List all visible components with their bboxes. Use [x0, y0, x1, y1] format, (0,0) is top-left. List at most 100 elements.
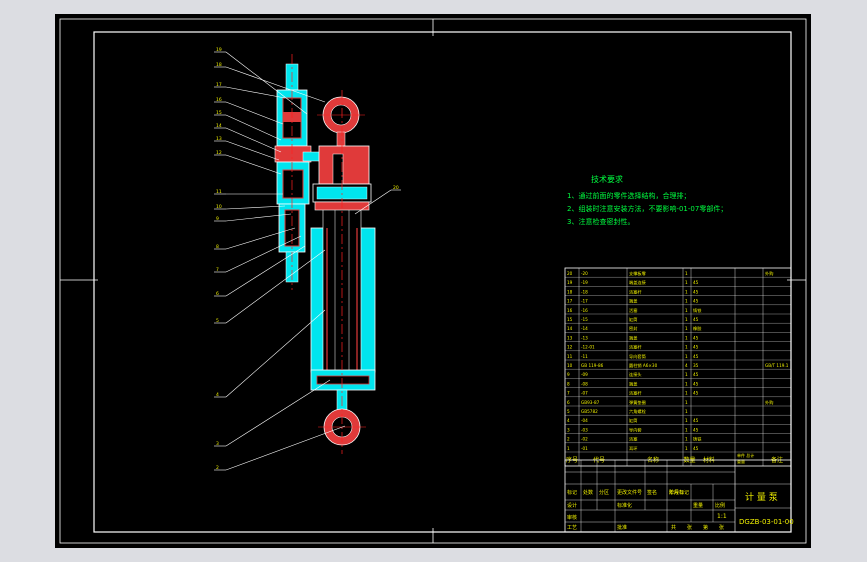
upper-right-block-slot	[332, 153, 344, 185]
parts-table-cell: 铸铁	[693, 436, 702, 443]
parts-table-cell: GB 119-86	[581, 363, 604, 368]
leader-line	[225, 140, 280, 161]
parts-table-cell: 活塞杆	[629, 390, 642, 397]
parts-table-cell: 缸筒	[629, 417, 637, 424]
tech-req-title: 技术要求	[591, 174, 623, 184]
balloon-number: 20	[393, 185, 399, 191]
parts-table-cell: 导向套筒	[629, 353, 646, 360]
parts-table-cell: 45	[693, 372, 699, 377]
parts-table-cell: 连接头	[629, 371, 642, 378]
parts-table-cell: 17	[567, 299, 573, 304]
tb-label-zone: 分区	[599, 489, 609, 496]
parts-table-cell: 1	[685, 271, 688, 276]
parts-table-cell: 1	[685, 354, 688, 359]
tb-label-mark: 标记	[567, 489, 577, 496]
parts-table-cell: 15	[567, 317, 573, 322]
parts-table-cell: -16	[581, 308, 588, 313]
parts-table-cell: 端盖	[629, 334, 637, 341]
parts-table-cell: 外购	[765, 399, 773, 406]
leader-line	[225, 379, 331, 447]
parts-table-cell: 活塞	[629, 307, 638, 314]
balloon-number: 16	[216, 97, 222, 103]
parts-table-cell: 密封	[629, 325, 637, 332]
balloon-number: 11	[216, 189, 222, 195]
parts-table-cell: GB/T 119.1	[765, 363, 789, 368]
balloon-number: 14	[216, 123, 222, 129]
balloon-number: 9	[216, 216, 219, 222]
parts-table-cell: 8	[567, 381, 570, 386]
parts-table-cell: 45	[693, 381, 699, 386]
balloon-number: 3	[216, 441, 219, 447]
parts-table-cell: -02	[581, 437, 588, 442]
parts-table-cell: 10	[567, 363, 573, 368]
parts-table-cell: 16	[567, 308, 573, 313]
drawing-number: DGZB-03-01-00	[739, 518, 794, 526]
parts-table-cell: 45	[693, 299, 699, 304]
parts-table-cell: 14	[567, 326, 573, 331]
balloon-number: 7	[216, 267, 219, 273]
parts-table-cell: 活塞杆	[629, 344, 642, 351]
parts-table-cell: 1	[685, 345, 688, 350]
leader-line	[225, 127, 282, 153]
parts-table-cell: 1	[567, 446, 570, 451]
parts-table-cell: 1	[685, 437, 688, 442]
leader-line	[225, 249, 326, 324]
parts-table-cell: 1	[685, 400, 688, 405]
tb-label-sign: 签名	[647, 489, 657, 496]
parts-table-cell: -15	[581, 317, 588, 322]
title-block: 标记 处数 分区 更改文件号 签名 年月日 设计 标准化 审核 工艺 批准 阶段…	[564, 459, 794, 533]
parts-table-cell: 铸铁	[693, 307, 702, 314]
parts-table-cell: 45	[693, 418, 699, 423]
balloon-number: 19	[216, 47, 222, 53]
parts-table-cell: 3	[567, 427, 570, 432]
balloon-number: 5	[216, 318, 219, 324]
leader-line	[225, 213, 292, 222]
parts-table-cell: 45	[693, 446, 699, 451]
leader-line	[225, 309, 326, 398]
parts-table-cell: 45	[693, 391, 699, 396]
balloon-number: 12	[216, 150, 222, 156]
tb-sheet-2: 张	[687, 524, 692, 531]
leader-line	[225, 51, 308, 115]
parts-table-cell: 支撑板零	[629, 270, 647, 277]
parts-table-cell: 缸筒	[629, 316, 637, 323]
parts-table-cell: 1	[685, 308, 688, 313]
bottom-end-cap-inner	[316, 375, 370, 385]
tech-req-item-2: 2、组装时注意安装方法，不要影响-01-07零部件；	[567, 204, 727, 213]
parts-table-cell: 13	[567, 335, 573, 340]
parts-table-cell: 活塞	[629, 436, 638, 443]
parts-table-cell: 7	[567, 391, 570, 396]
tb-scale-value: 1:1	[717, 513, 727, 520]
parts-table-cell: -12-01	[581, 345, 595, 350]
parts-table-cell: 12	[567, 345, 573, 350]
balloon-number: 2	[216, 465, 219, 471]
parts-table-cell: 端盖连接	[629, 279, 647, 286]
leader-line	[225, 86, 286, 99]
parts-table-cell: 耳环	[629, 446, 637, 452]
tb-label-approve: 批准	[617, 524, 627, 531]
tech-req-item-1: 1、通过前面的零件选择结构，合理排；	[567, 191, 690, 200]
parts-table-cell: 1	[685, 280, 688, 285]
parts-table-cell: 圆柱销 A6×30	[629, 362, 658, 369]
parts-table-cell: 弹簧垫圈	[629, 399, 646, 406]
parts-table-cell: 6	[567, 400, 570, 405]
parts-table-cell: -01	[581, 446, 588, 451]
parts-table-cell: 外购	[765, 270, 773, 277]
parts-table-cell: 1	[685, 418, 688, 423]
parts-table-cell: GB5782	[581, 409, 598, 414]
pump-assembly	[274, 54, 376, 454]
parts-table-cell: 端盖	[629, 380, 637, 387]
leader-line	[225, 154, 282, 175]
parts-table-cell: 45	[693, 354, 699, 359]
parts-table-cell: 9	[567, 372, 570, 377]
parts-table-cell: -07	[581, 391, 588, 396]
parts-table-cell: 橡胶	[693, 325, 701, 332]
leader-line	[225, 425, 346, 471]
lower-housing-cavity	[284, 209, 300, 247]
parts-table-cell: -18	[581, 289, 588, 294]
parts-table-cell: 11	[567, 354, 573, 359]
parts-table-cell: -19	[581, 280, 588, 285]
balloon-number: 18	[216, 62, 222, 68]
